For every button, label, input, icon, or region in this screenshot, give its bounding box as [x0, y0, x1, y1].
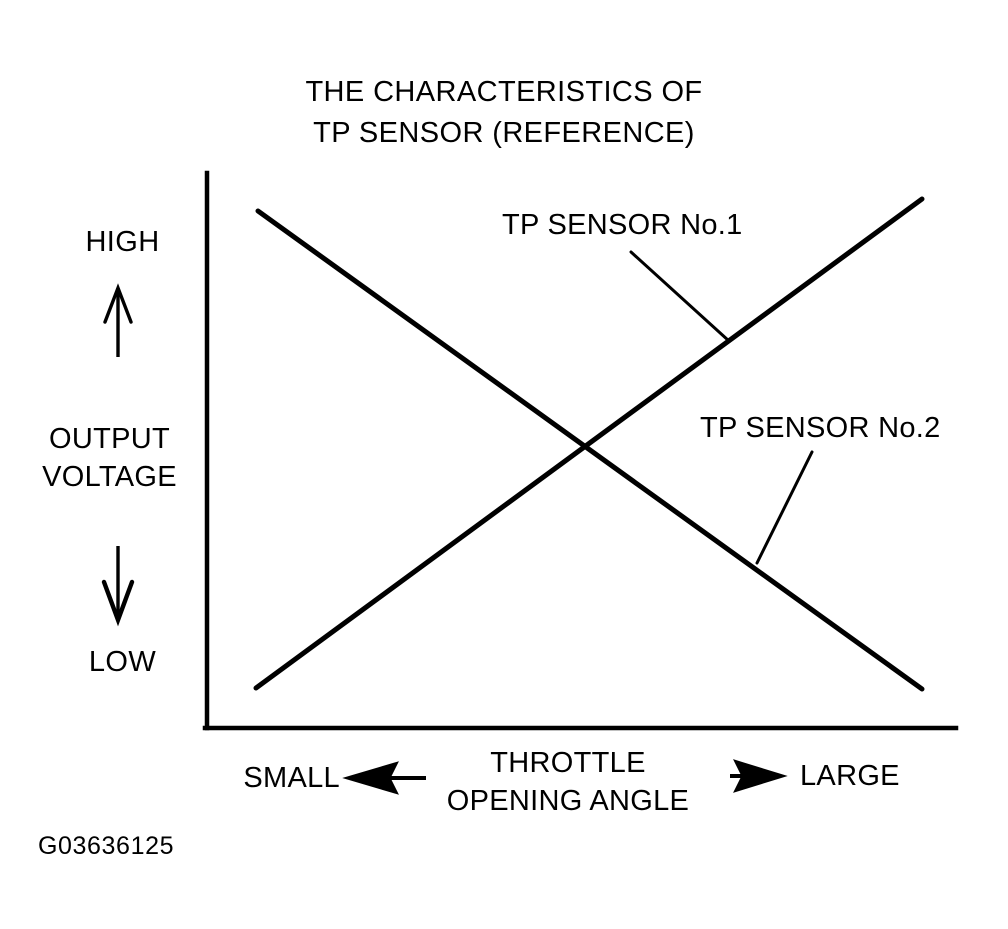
title-line-2: TP SENSOR (REFERENCE)	[313, 117, 695, 149]
figure-id-label: G03636125	[38, 832, 175, 860]
leader-line-tp-sensor-1	[629, 250, 731, 343]
arrow-right-icon	[730, 759, 788, 793]
x-axis-title-line-1: THROTTLE	[490, 747, 646, 779]
y-axis-low-label: LOW	[88, 646, 157, 678]
series-line-tp-sensor-2	[255, 208, 925, 692]
x-axis-title-line-2: OPENING ANGLE	[446, 785, 690, 817]
x-axis-large-label: LARGE	[800, 760, 900, 792]
arrow-up-icon	[103, 283, 133, 357]
leader-line-tp-sensor-2	[755, 450, 814, 565]
y-axis-title-line-1: OUTPUT	[48, 423, 170, 455]
y-axis-title-line-2: VOLTAGE	[42, 461, 177, 493]
title-line-1: THE CHARACTERISTICS OF	[305, 76, 703, 108]
x-axis-title: THROTTLE OPENING ANGLE	[408, 744, 728, 820]
series-label-tp-sensor-2: TP SENSOR No.2	[700, 412, 941, 444]
y-axis-title: OUTPUT VOLTAGE	[12, 420, 207, 496]
page-title: THE CHARACTERISTICS OF TP SENSOR (REFERE…	[0, 72, 1008, 154]
arrow-down-icon	[101, 546, 135, 627]
x-axis-small-label: SMALL	[243, 762, 340, 794]
series-label-tp-sensor-1: TP SENSOR No.1	[502, 209, 743, 241]
y-axis-high-label: HIGH	[85, 226, 160, 258]
